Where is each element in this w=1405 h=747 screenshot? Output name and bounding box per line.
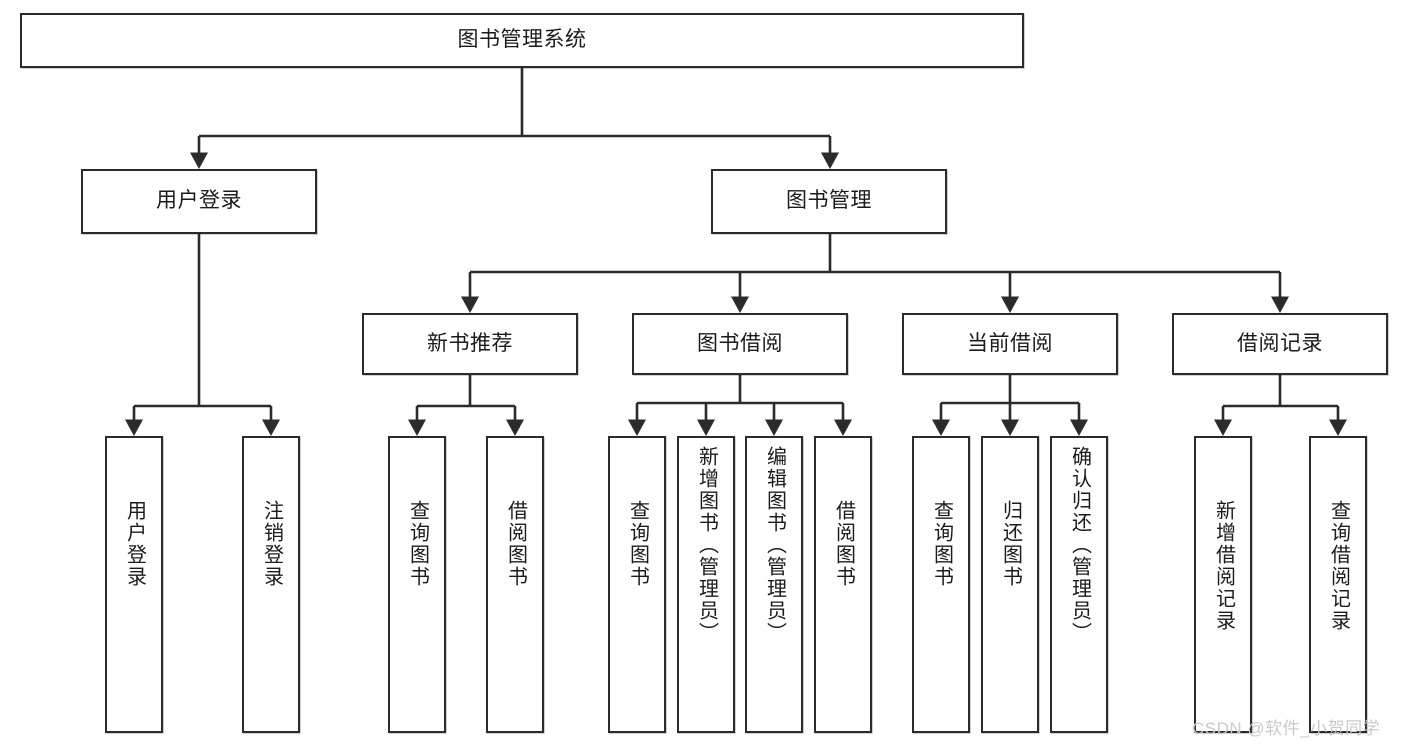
- node-leaf-query-book-borrow[interactable]: 查询图书: [608, 436, 666, 733]
- node-label: 借阅记录: [1237, 331, 1323, 355]
- node-book-borrow[interactable]: 图书借阅: [632, 313, 848, 375]
- node-new-book-recommend[interactable]: 新书推荐: [362, 313, 578, 375]
- node-leaf-user-login[interactable]: 用户登录: [105, 436, 163, 733]
- node-label: 图书管理系统: [457, 28, 587, 52]
- node-book-management[interactable]: 图书管理: [711, 169, 947, 234]
- node-label: 新增借阅记录: [1212, 500, 1235, 632]
- node-label: 查询图书: [626, 500, 649, 588]
- node-label: 新书推荐: [427, 331, 513, 355]
- node-label: 新增图书（管理员）: [695, 446, 718, 644]
- node-borrow-record[interactable]: 借阅记录: [1172, 313, 1388, 375]
- node-label: 查询图书: [930, 500, 953, 588]
- node-leaf-return-book[interactable]: 归还图书: [981, 436, 1039, 733]
- node-leaf-query-book-current[interactable]: 查询图书: [912, 436, 970, 733]
- node-leaf-borrow-book[interactable]: 借阅图书: [814, 436, 872, 733]
- node-leaf-query-book-recommend[interactable]: 查询图书: [388, 436, 446, 733]
- node-leaf-confirm-return-admin[interactable]: 确认归还（管理员）: [1050, 436, 1108, 733]
- node-label: 当前借阅: [967, 331, 1053, 355]
- node-label: 用户登录: [123, 500, 146, 588]
- node-user-login[interactable]: 用户登录: [81, 169, 317, 234]
- node-label: 注销登录: [260, 500, 283, 588]
- node-label: 编辑图书（管理员）: [763, 446, 786, 644]
- node-label: 查询借阅记录: [1327, 500, 1350, 632]
- node-label: 借阅图书: [832, 500, 855, 588]
- node-root-book-management-system[interactable]: 图书管理系统: [20, 13, 1024, 68]
- node-label: 图书借阅: [697, 331, 783, 355]
- node-leaf-edit-book-admin[interactable]: 编辑图书（管理员）: [745, 436, 803, 733]
- node-current-borrow[interactable]: 当前借阅: [902, 313, 1118, 375]
- node-label: 图书管理: [786, 189, 872, 213]
- node-leaf-logout[interactable]: 注销登录: [242, 436, 300, 733]
- node-leaf-borrow-book-recommend[interactable]: 借阅图书: [486, 436, 544, 733]
- node-label: 归还图书: [999, 500, 1022, 588]
- node-leaf-add-book-admin[interactable]: 新增图书（管理员）: [677, 436, 735, 733]
- node-label: 查询图书: [406, 500, 429, 588]
- node-label: 用户登录: [156, 189, 242, 213]
- node-leaf-query-borrow-record[interactable]: 查询借阅记录: [1309, 436, 1367, 733]
- node-label: 确认归还（管理员）: [1068, 446, 1091, 644]
- node-label: 借阅图书: [504, 500, 527, 588]
- csdn-watermark: CSDN @软件_小贺同学: [1192, 719, 1381, 738]
- node-leaf-add-borrow-record[interactable]: 新增借阅记录: [1194, 436, 1252, 733]
